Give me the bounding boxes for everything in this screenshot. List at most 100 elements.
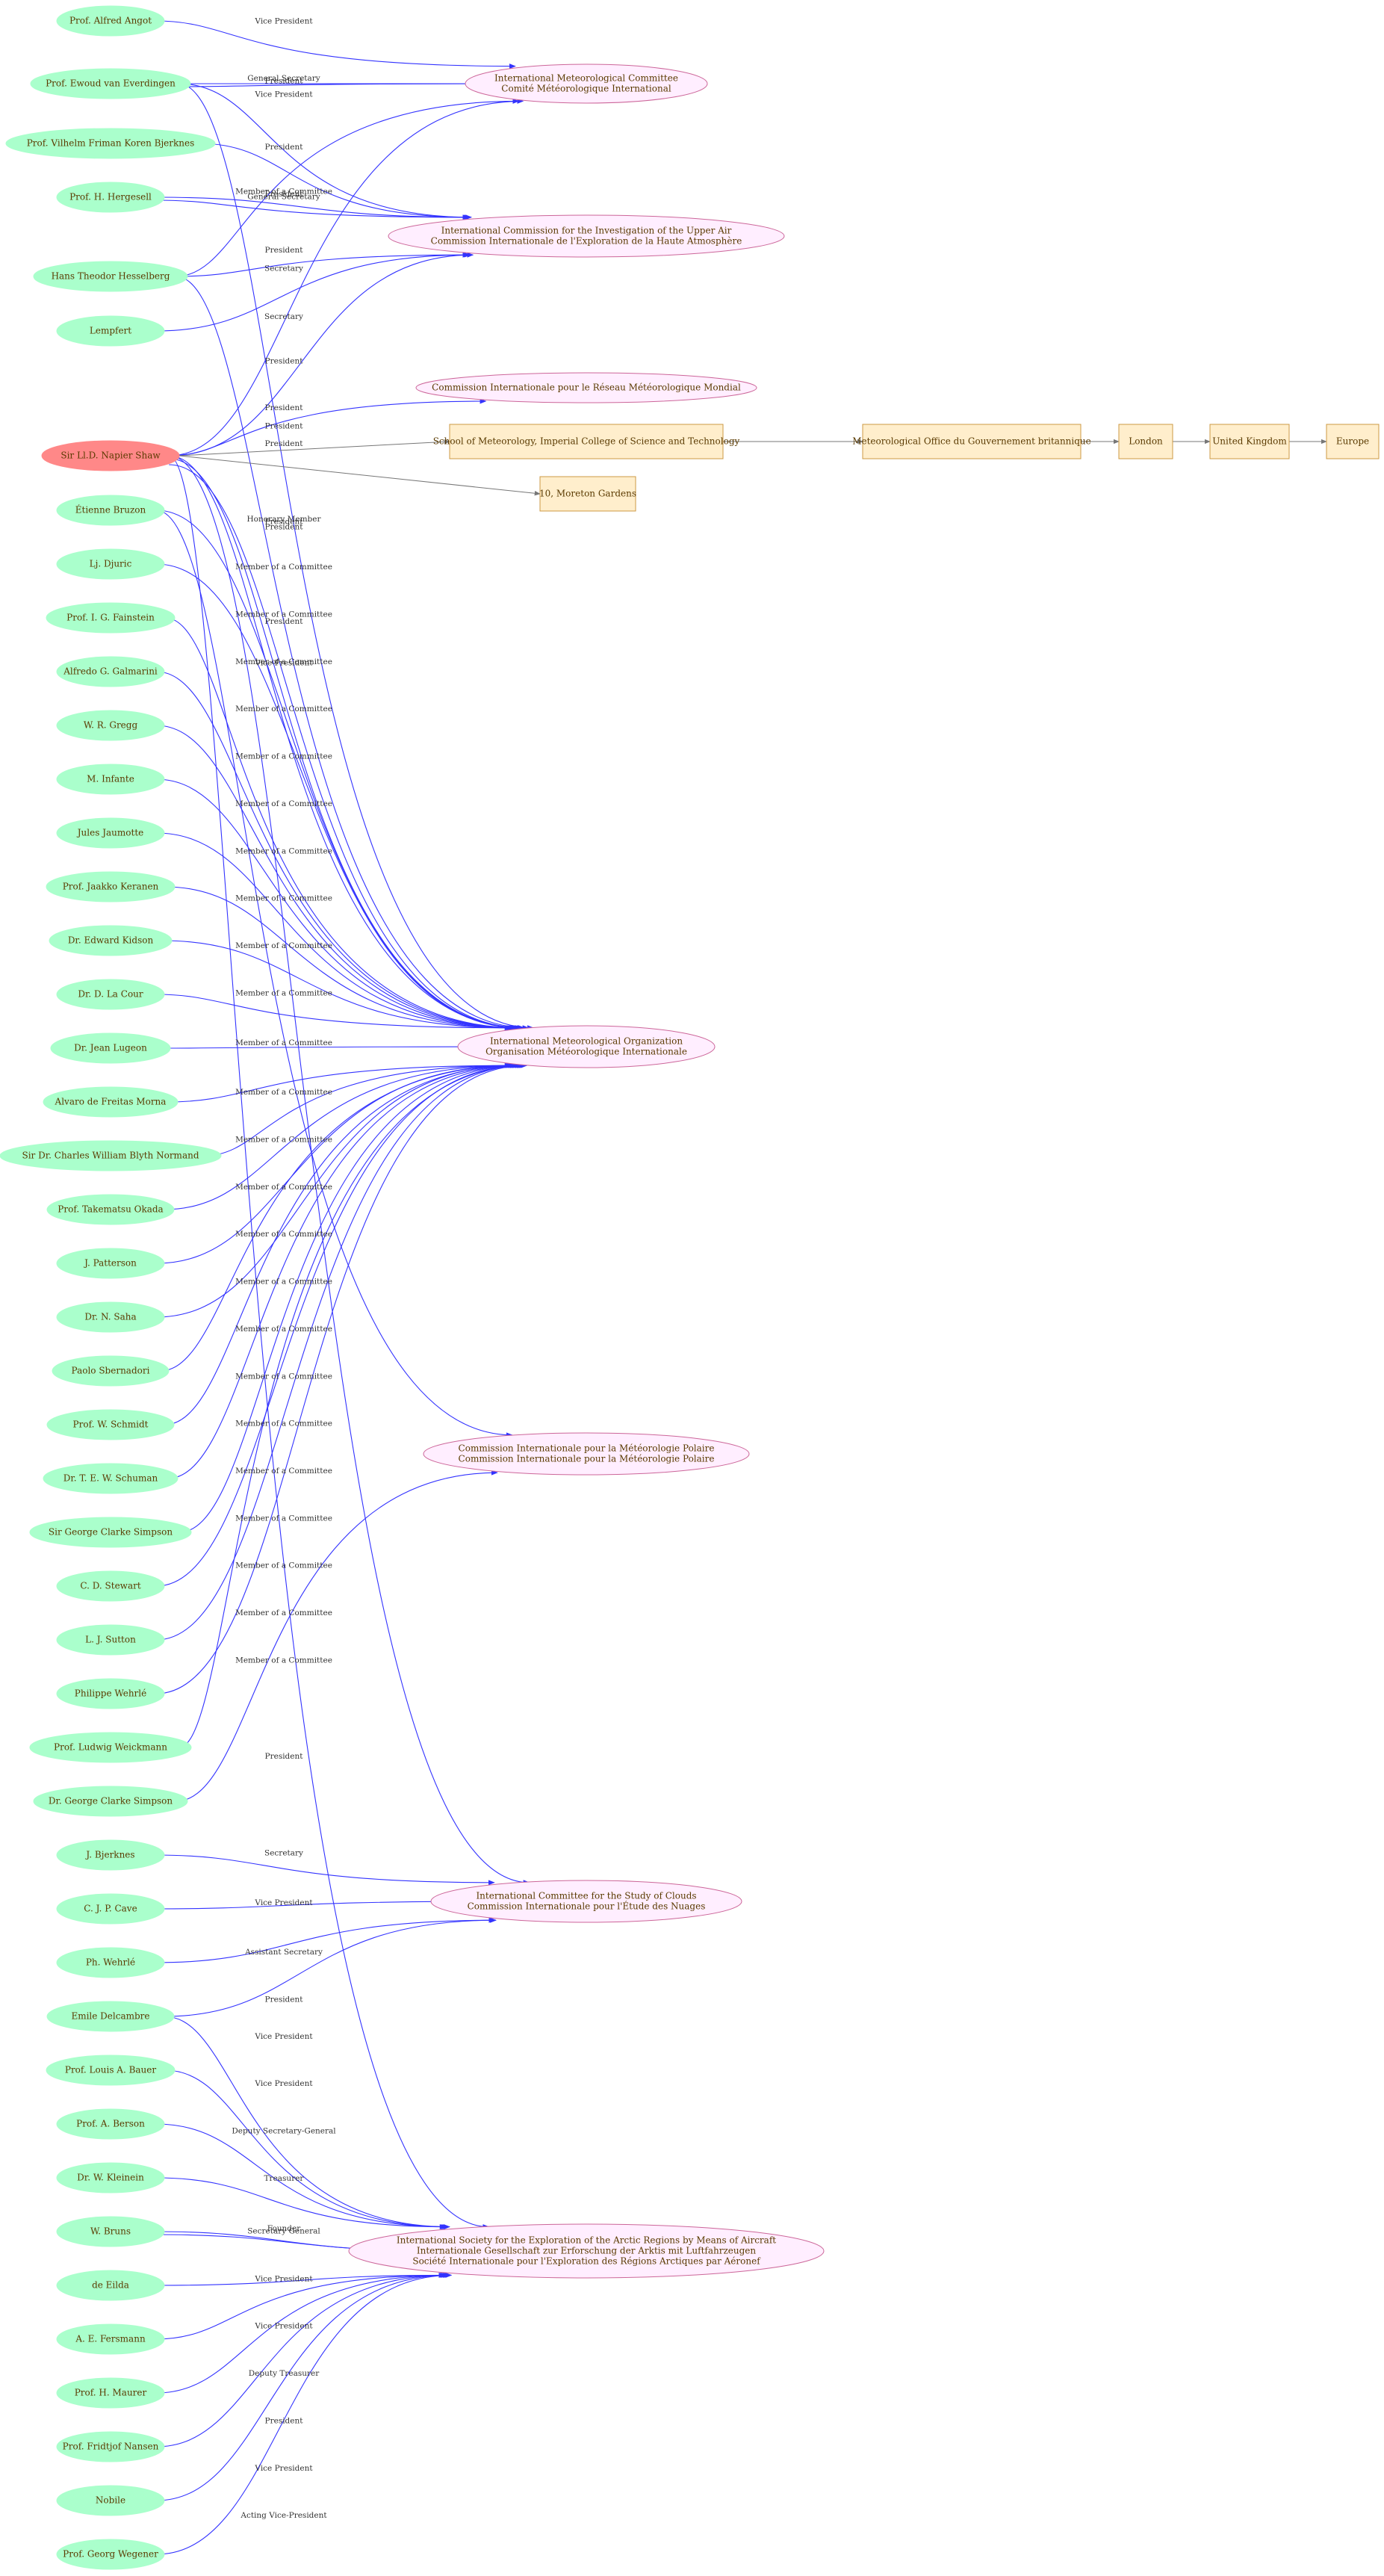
person-node-simpson_gc[interactable]: Sir George Clarke Simpson — [29, 1517, 192, 1548]
org-label-line: Commission Internationale pour l'Étude d… — [468, 1901, 706, 1912]
person-node-wehrle_p[interactable]: Philippe Wehrlé — [56, 1678, 165, 1709]
person-node-saha[interactable]: Dr. N. Saha — [56, 1301, 165, 1333]
person-node-hesselberg[interactable]: Hans Theodor Hesselberg — [33, 261, 188, 292]
place-node-europe[interactable]: Europe — [1326, 424, 1380, 459]
org-node-imo[interactable]: International Meteorological Organizatio… — [457, 1025, 716, 1068]
org-node-cirmm[interactable]: Commission Internationale pour le Réseau… — [415, 372, 757, 403]
person-node-fersmann[interactable]: A. E. Fersmann — [56, 2323, 165, 2355]
person-node-nobile[interactable]: Nobile — [56, 2485, 165, 2516]
person-node-kidson[interactable]: Dr. Edward Kidson — [49, 925, 173, 956]
place-node-moreton[interactable]: 10, Moreton Gardens — [539, 476, 636, 512]
edge-label: President — [265, 617, 304, 626]
place-node-imperial[interactable]: School of Meteorology, Imperial College … — [433, 424, 740, 459]
person-node-stewart[interactable]: C. D. Stewart — [56, 1570, 165, 1602]
person-node-normand[interactable]: Sir Dr. Charles William Blyth Normand — [0, 1140, 222, 1171]
person-node-keranen[interactable]: Prof. Jaakko Keranen — [46, 871, 176, 902]
person-ellipse — [56, 2377, 165, 2409]
person-node-gregg[interactable]: W. R. Gregg — [56, 710, 165, 741]
edge-label: Secretary — [264, 312, 303, 321]
edge-label: Honorary Member — [246, 515, 321, 524]
person-node-schmidt[interactable]: Prof. W. Schmidt — [46, 1409, 175, 1440]
person-node-eilda[interactable]: de Eilda — [56, 2270, 165, 2301]
org-ellipse — [388, 214, 785, 258]
edge-label: President — [265, 522, 304, 531]
place-box — [1326, 424, 1380, 459]
person-node-berson[interactable]: Prof. A. Berson — [56, 2108, 165, 2140]
person-ellipse — [56, 548, 165, 580]
person-node-wegener[interactable]: Prof. Georg Wegener — [56, 2539, 165, 2570]
person-node-sbernadori[interactable]: Paolo Sbernadori — [52, 1355, 170, 1387]
person-node-lempfert[interactable]: Lempfert — [56, 315, 165, 347]
edge-hesselberg-imc — [176, 98, 520, 277]
place-node-uk[interactable]: United Kingdom — [1209, 424, 1290, 459]
edge-everdingen-icua — [178, 83, 472, 220]
edge-label: Vice President — [254, 2274, 313, 2283]
edge-bruzon-cimp — [156, 510, 513, 1438]
org-node-icua[interactable]: International Commission for the Investi… — [388, 214, 785, 258]
edge-label: Member of a Committee — [235, 988, 332, 997]
edge-shaw-imperial — [179, 439, 450, 456]
person-node-lacour[interactable]: Dr. D. La Cour — [56, 979, 165, 1010]
person-node-maurer[interactable]: Prof. H. Maurer — [56, 2377, 165, 2409]
org-node-icsc[interactable]: International Committee for the Study of… — [430, 1880, 742, 1923]
edge-label: Member of a Committee — [235, 1278, 332, 1287]
person-label: M. Infante — [87, 774, 134, 784]
person-ellipse — [50, 1032, 171, 1064]
person-label: Dr. George Clarke Simpson — [49, 1796, 173, 1806]
person-node-sutton[interactable]: L. J. Sutton — [56, 1624, 165, 1656]
org-label-line: International Commission for the Investi… — [441, 226, 732, 236]
person-node-shaw[interactable]: Sir Ll.D. Napier Shaw — [41, 440, 180, 471]
person-node-wehrle_ph[interactable]: Ph. Wehrlé — [56, 1947, 165, 1978]
edge-okada-imo — [164, 1062, 515, 1210]
person-node-schuman[interactable]: Dr. T. E. W. Schuman — [43, 1463, 179, 1494]
org-node-aeroarctic[interactable]: International Society for the Exploratio… — [348, 2223, 825, 2279]
person-ellipse — [56, 1947, 165, 1978]
person-ellipse — [56, 2216, 165, 2247]
person-node-weickmann[interactable]: Prof. Ludwig Weickmann — [29, 1732, 192, 1763]
person-node-angot[interactable]: Prof. Alfred Angot — [56, 5, 165, 37]
org-ellipse — [430, 1880, 742, 1923]
person-node-cave[interactable]: C. J. P. Cave — [56, 1893, 165, 1925]
person-node-simpson_dr[interactable]: Dr. George Clarke Simpson — [33, 1786, 188, 1817]
person-node-jaumotte[interactable]: Jules Jaumotte — [56, 817, 165, 849]
person-label: Alfredo G. Galmarini — [63, 666, 158, 677]
person-node-everdingen[interactable]: Prof. Ewoud van Everdingen — [30, 68, 191, 99]
person-node-infante[interactable]: M. Infante — [56, 764, 165, 795]
person-label: Prof. Alfred Angot — [69, 16, 152, 26]
person-node-patterson[interactable]: J. Patterson — [56, 1248, 165, 1279]
person-node-nansen[interactable]: Prof. Fridtjof Nansen — [56, 2431, 165, 2462]
person-node-okada[interactable]: Prof. Takematsu Okada — [46, 1194, 175, 1225]
edge-label: Vice President — [254, 16, 313, 25]
place-node-metoffice[interactable]: Meteorological Office du Gouvernement br… — [852, 424, 1091, 459]
person-label: Paolo Sbernadori — [72, 1366, 150, 1376]
person-node-morna[interactable]: Alvaro de Freitas Morna — [43, 1086, 179, 1118]
person-node-bruzon[interactable]: Étienne Bruzon — [56, 495, 165, 526]
person-ellipse — [56, 1570, 165, 1602]
person-node-djuric[interactable]: Lj. Djuric — [56, 548, 165, 580]
edge-label: Member of a Committee — [235, 1136, 332, 1145]
person-label: Philippe Wehrlé — [75, 1688, 146, 1699]
person-node-bjerknes_j[interactable]: J. Bjerknes — [56, 1839, 165, 1871]
edge-label: Member of a Committee — [235, 705, 332, 713]
org-node-imc[interactable]: International Meteorological CommitteeCo… — [465, 64, 708, 104]
person-ellipse — [56, 1839, 165, 1871]
person-node-lugeon[interactable]: Dr. Jean Lugeon — [50, 1032, 171, 1064]
person-node-galmarini[interactable]: Alfredo G. Galmarini — [56, 656, 165, 687]
org-node-cimp[interactable]: Commission Internationale pour la Météor… — [423, 1432, 750, 1476]
person-label: Lempfert — [90, 326, 131, 336]
person-node-delcambre[interactable]: Emile Delcambre — [46, 2001, 175, 2032]
person-node-hergesell[interactable]: Prof. H. Hergesell — [56, 182, 165, 213]
edge-shaw-imo — [169, 464, 525, 1031]
person-node-bauer[interactable]: Prof. Louis A. Bauer — [46, 2055, 176, 2086]
person-node-kleinein[interactable]: Dr. W. Kleinein — [56, 2162, 165, 2193]
person-node-fainstein[interactable]: Prof. I. G. Fainstein — [46, 602, 176, 634]
edges-layer — [156, 20, 1327, 2555]
person-ellipse — [46, 1194, 175, 1225]
edge-lacour-imo — [156, 994, 512, 1031]
person-node-bruns[interactable]: W. Bruns — [56, 2216, 165, 2247]
person-node-bjerknes_v[interactable]: Prof. Vilhelm Friman Koren Bjerknes — [5, 128, 216, 159]
place-node-london[interactable]: London — [1118, 424, 1173, 459]
edge-label: President — [265, 143, 304, 152]
